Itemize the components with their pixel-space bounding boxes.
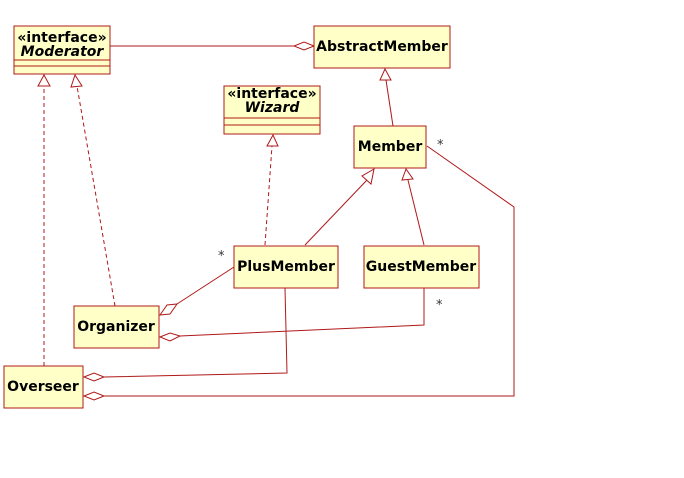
- class-guestmember[interactable]: GuestMember: [363, 245, 480, 289]
- class-abstractmember-name: AbstractMember: [316, 39, 448, 55]
- class-guestmember-name: GuestMember: [366, 259, 477, 275]
- plusmember-organizer-aggregation: [158, 266, 235, 316]
- class-overseer-name: Overseer: [7, 379, 79, 395]
- realization-arrowhead: [266, 133, 279, 147]
- class-wizard-name: Wizard: [245, 100, 301, 116]
- plusmember-overseer-aggregation: [82, 287, 288, 382]
- class-moderator[interactable]: «interface» Moderator: [13, 25, 111, 75]
- class-moderator-stereotype: «interface»: [17, 30, 106, 46]
- organizer-moderator-realization: [70, 73, 116, 307]
- guestmember-organizer-aggregation: [158, 288, 425, 342]
- member-overseer-aggregation: [82, 145, 515, 401]
- plusmember-member-generalization: [304, 168, 375, 246]
- class-wizard-stereotype: «interface»: [227, 86, 316, 102]
- class-plusmember-name: PlusMember: [237, 259, 335, 275]
- class-moderator-name: Moderator: [21, 44, 105, 60]
- aggregation-diamond: [158, 332, 182, 342]
- realization-arrowhead: [37, 73, 51, 87]
- multiplicity-guestmember-organizer: *: [436, 298, 443, 313]
- aggregation-diamond: [292, 41, 316, 51]
- class-member-name: Member: [358, 139, 423, 155]
- generalization-arrowhead: [401, 167, 414, 181]
- multiplicity-plusmember-organizer: *: [218, 249, 225, 264]
- aggregation-diamond: [158, 303, 179, 316]
- class-organizer[interactable]: Organizer: [73, 305, 160, 349]
- guestmember-member-generalization: [401, 167, 425, 246]
- class-abstractmember[interactable]: AbstractMember: [313, 25, 451, 69]
- plusmember-wizard-realization: [264, 133, 279, 246]
- class-overseer[interactable]: Overseer: [3, 365, 84, 409]
- moderator-abstractmember-aggregation: [110, 41, 316, 51]
- aggregation-diamond: [82, 391, 106, 401]
- overseer-moderator-realization: [37, 73, 51, 366]
- class-wizard[interactable]: «interface» Wizard: [223, 85, 321, 135]
- multiplicity-member-overseer: *: [437, 138, 444, 153]
- realization-arrowhead: [70, 73, 83, 88]
- generalization-arrowhead: [361, 168, 375, 185]
- class-organizer-name: Organizer: [77, 319, 155, 335]
- class-plusmember[interactable]: PlusMember: [233, 245, 339, 289]
- aggregation-diamond: [82, 372, 106, 382]
- member-abstractmember-generalization: [379, 67, 394, 127]
- class-member[interactable]: Member: [353, 125, 427, 169]
- generalization-arrowhead: [379, 67, 392, 81]
